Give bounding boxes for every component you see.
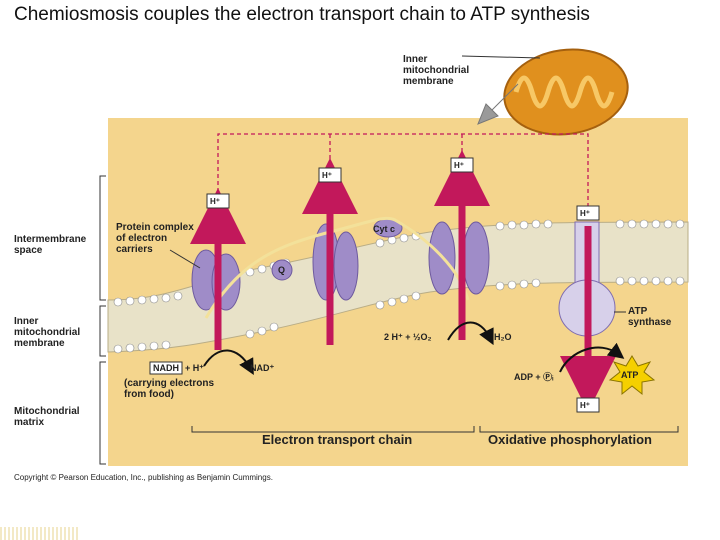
nad-label: NAD⁺ <box>250 363 275 373</box>
page-title: Chemiosmosis couples the electron transp… <box>14 4 590 25</box>
inner-membrane-callout: Inner mitochondrial membrane <box>403 54 470 87</box>
h-plus-4: H⁺ <box>580 209 590 218</box>
protein-complex-leader <box>169 249 201 269</box>
matrix-label: Mitochondrial matrix <box>14 406 80 428</box>
zoom-arrow <box>477 83 519 125</box>
mitochondrion-icon <box>503 48 629 136</box>
bottom-brace <box>191 426 679 433</box>
h-plus-2: H⁺ <box>322 171 332 180</box>
carrying-electrons-label: (carrying electrons from food) <box>124 378 215 400</box>
atp-label: ATP <box>621 370 639 380</box>
footer-pattern <box>0 527 78 540</box>
adp-pi-label: ADP + Ⓟᵢ <box>514 372 554 382</box>
atp-synthase-label: ATP synthase <box>628 306 672 328</box>
oxphos-label: Oxidative phosphorylation <box>488 432 652 447</box>
nadh-box <box>149 361 183 375</box>
plus-h-label: + H⁺ <box>185 363 205 373</box>
water-reaction-label: 2 H⁺ + ½O₂ <box>384 332 432 342</box>
ubiquinone-q <box>271 259 293 281</box>
h-plus-3: H⁺ <box>454 161 464 170</box>
electron-path <box>204 216 470 319</box>
atp-formation-arrow <box>559 342 625 373</box>
callout-leader <box>461 55 541 59</box>
nadh-label: NADH <box>153 363 179 373</box>
water-label: H₂O <box>494 332 512 342</box>
inner-membrane-side-label: Inner mitochondrial membrane <box>14 316 81 349</box>
h-plus-5: H⁺ <box>580 401 590 410</box>
atp-star <box>608 355 656 396</box>
phospholipid-heads <box>113 219 685 354</box>
protein-complex-label: Protein complex of electron carriers <box>116 222 194 255</box>
h-plus-1: H⁺ <box>210 197 220 206</box>
oxygen-reduction-arrow <box>447 321 494 346</box>
proton-return-path <box>217 133 589 206</box>
intermembrane-space-label: Intermembrane space <box>14 234 87 256</box>
nadh-oxidation-arrow <box>203 349 254 376</box>
side-brackets <box>99 175 106 465</box>
cyt-c-label: Cyt c <box>373 224 396 234</box>
copyright-text: Copyright © Pearson Education, Inc., pub… <box>14 473 273 482</box>
etc-label: Electron transport chain <box>262 432 413 447</box>
q-label: Q <box>278 265 286 275</box>
h-plus-boxes <box>206 157 600 413</box>
